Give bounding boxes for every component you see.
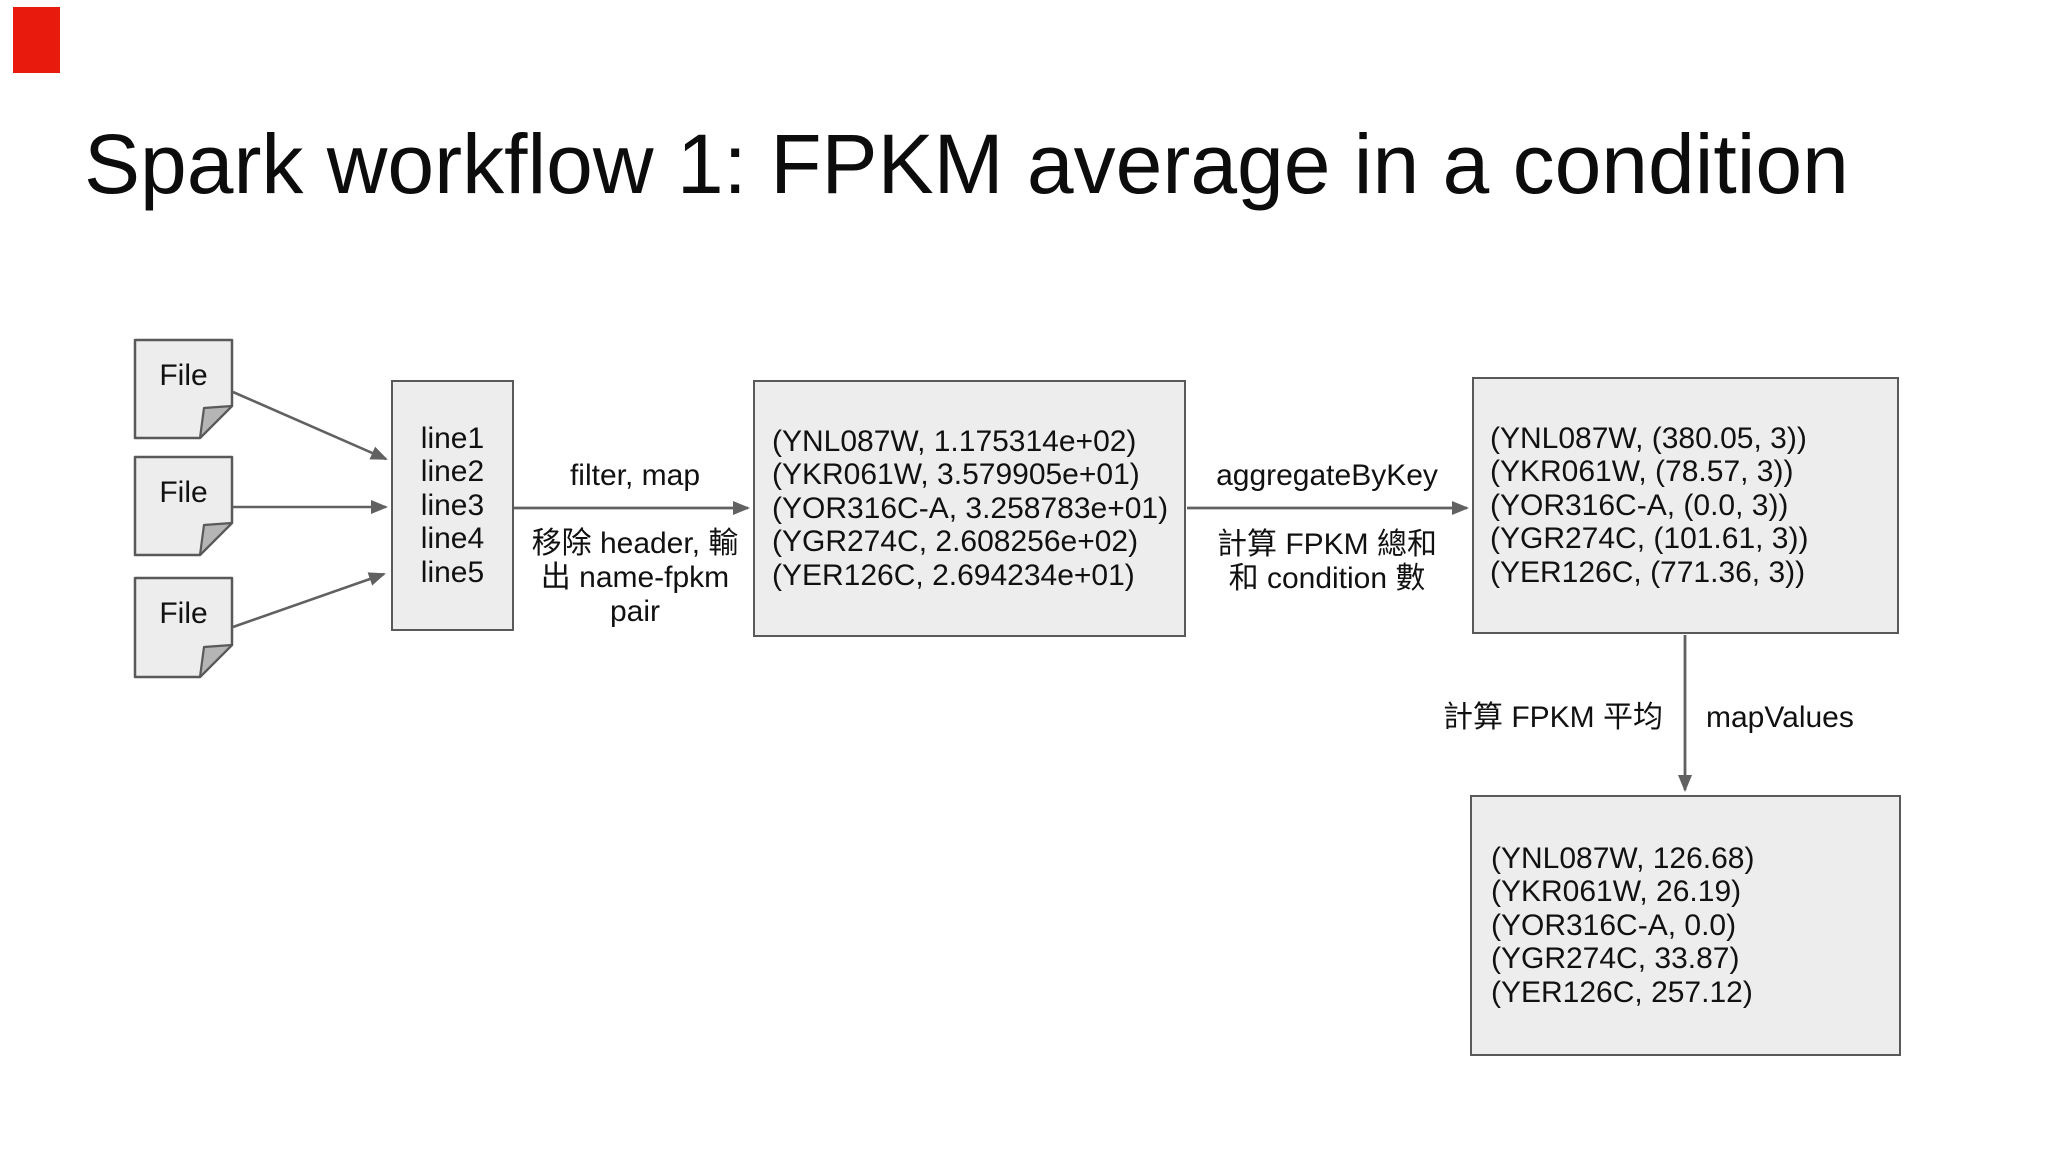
rdd-row: (YNL087W, 1.175314e+02) <box>772 424 1137 458</box>
rdd-row: (YGR274C, 2.608256e+02) <box>772 525 1139 559</box>
rdd-row: (YOR316C-A, 3.258783e+01) <box>772 491 1169 525</box>
step-filter-map-desc: 移除 header, 輸 出 name-fpkm pair <box>531 527 739 628</box>
file-label: File <box>159 597 208 630</box>
rdd-row: (YER126C, 257.12) <box>1491 975 1753 1009</box>
rdd-row: (YER126C, 2.694234e+01) <box>772 558 1135 592</box>
file-icon <box>133 455 234 557</box>
file-icon <box>133 338 234 440</box>
slide-title: Spark workflow 1: FPKM average in a cond… <box>84 117 1849 211</box>
rdd-row: (YKR061W, 26.19) <box>1491 875 1742 909</box>
rdd-row: line3 <box>420 488 485 522</box>
file-icon <box>133 576 234 679</box>
rdd-row: line1 <box>420 421 485 455</box>
rdd-row: (YGR274C, (101.61, 3)) <box>1490 522 1809 556</box>
rdd-row: (YGR274C, 33.87) <box>1491 942 1740 976</box>
rdd-row: (YNL087W, (380.05, 3)) <box>1490 421 1807 455</box>
name-fpkm-rdd-box: (YNL087W, 1.175314e+02) (YKR061W, 3.5799… <box>753 380 1186 637</box>
step-map-values-label: mapValues <box>1706 701 1854 734</box>
fpkm-average-rdd-box: (YNL087W, 126.68) (YKR061W, 26.19) (YOR3… <box>1470 795 1901 1056</box>
rdd-row: (YKR061W, 3.579905e+01) <box>772 458 1140 492</box>
rdd-row: (YNL087W, 126.68) <box>1491 841 1755 875</box>
rdd-row: line4 <box>420 522 485 556</box>
rdd-row: line2 <box>420 455 485 489</box>
step-aggregate-label: aggregateByKey <box>1216 459 1438 492</box>
arrow-file3-to-lines <box>232 572 386 629</box>
step-filter-map-label: filter, map <box>569 459 701 492</box>
fpkm-sum-count-rdd-box: (YNL087W, (380.05, 3)) (YKR061W, (78.57,… <box>1472 377 1899 634</box>
rdd-row: (YKR061W, (78.57, 3)) <box>1490 455 1794 489</box>
rdd-row: line5 <box>420 555 485 589</box>
file-label: File <box>159 359 208 392</box>
red-corner-marker <box>13 7 60 73</box>
rdd-row: (YOR316C-A, (0.0, 3)) <box>1490 488 1789 522</box>
step-aggregate-desc: 計算 FPKM 總和 和 condition 數 <box>1216 528 1437 595</box>
rdd-row: (YER126C, (771.36, 3)) <box>1490 555 1806 589</box>
arrow-file1-to-lines <box>232 390 388 461</box>
step-map-values-desc: 計算 FPKM 平均 <box>1442 701 1663 734</box>
rdd-row: (YOR316C-A, 0.0) <box>1491 908 1737 942</box>
lines-rdd-box: line1 line2 line3 line4 line5 <box>391 380 514 631</box>
file-label: File <box>159 476 208 509</box>
